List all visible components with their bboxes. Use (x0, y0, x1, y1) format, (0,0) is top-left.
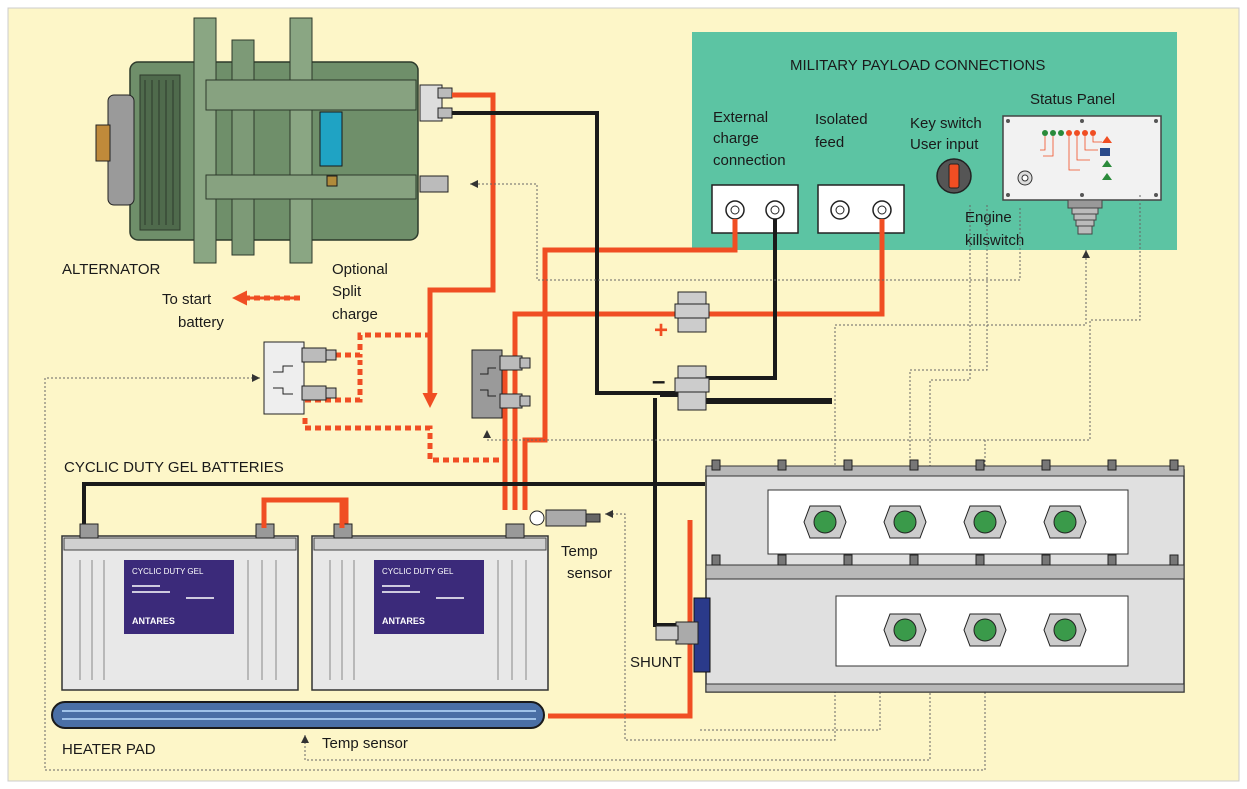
panel-title: MILITARY PAYLOAD CONNECTIONS (790, 57, 1045, 74)
status-panel-label: Status Panel (1030, 91, 1115, 108)
isolated-feed-connector (817, 184, 905, 234)
battery-2-product: CYCLIC DUTY GEL (382, 567, 454, 576)
battery-1-brand: ANTARES (132, 616, 175, 626)
shunt-label: SHUNT (630, 654, 682, 671)
alternator-icon (95, 17, 453, 264)
key-switch-icon (936, 158, 972, 194)
engine-killswitch-label-2: killswitch (965, 232, 1024, 249)
batteries-label: CYCLIC DUTY GEL BATTERIES (64, 459, 284, 476)
key-switch-label-1: Key switch (910, 115, 982, 132)
red-arrows (232, 290, 438, 408)
frame-border (7, 7, 1240, 782)
battery-2-brand: ANTARES (382, 616, 425, 626)
battery-1-product: CYCLIC DUTY GEL (132, 567, 204, 576)
connector-socket-icon (803, 505, 1087, 647)
minus-label: – (652, 368, 665, 395)
heater-pad-label: HEATER PAD (62, 741, 156, 758)
external-charge-label-2: charge (713, 130, 759, 147)
alternator-label: ALTERNATOR (62, 261, 161, 278)
split-charge-label-1: Optional (332, 261, 388, 278)
to-start-battery-label-2: battery (178, 314, 224, 331)
status-panel-icon (1002, 115, 1162, 235)
shunt-icon (655, 597, 711, 673)
temp-sensor-battery-label-1: Temp (561, 543, 598, 560)
cable-gland-icon (1071, 207, 1099, 235)
external-charge-connector (711, 184, 799, 234)
positive-stud-icon (674, 291, 710, 333)
to-start-battery-label-1: To start (162, 291, 212, 308)
split-charge-label-3: charge (332, 306, 378, 323)
isolator-relay-icon (471, 349, 531, 419)
battery-temp-sensor-icon (529, 509, 601, 527)
temp-sensor-battery-label-2: sensor (567, 565, 612, 582)
military-payload-panel: MILITARY PAYLOAD CONNECTIONS External ch… (692, 32, 1177, 250)
split-charge-label-2: Split (332, 283, 362, 300)
plus-label: + (654, 317, 668, 344)
battery-2: CYCLIC DUTY GEL ANTARES (311, 523, 549, 691)
temp-sensor-pad-label: Temp sensor (322, 735, 408, 752)
negative-stud-icon (674, 365, 710, 411)
heater-pad-icon (51, 701, 545, 729)
isolated-feed-label-2: feed (815, 134, 844, 151)
terminal-stud-icon (419, 84, 453, 122)
key-switch-label-2: User input (910, 136, 979, 153)
engine-killswitch-label-1: Engine (965, 209, 1012, 226)
distribution-box (705, 459, 1185, 693)
external-charge-label-1: External (713, 109, 768, 126)
isolated-feed-label-1: Isolated (815, 111, 868, 128)
battery-1: CYCLIC DUTY GEL ANTARES (61, 523, 299, 691)
split-charge-relay-icon (263, 341, 337, 415)
external-charge-label-3: connection (713, 152, 786, 169)
